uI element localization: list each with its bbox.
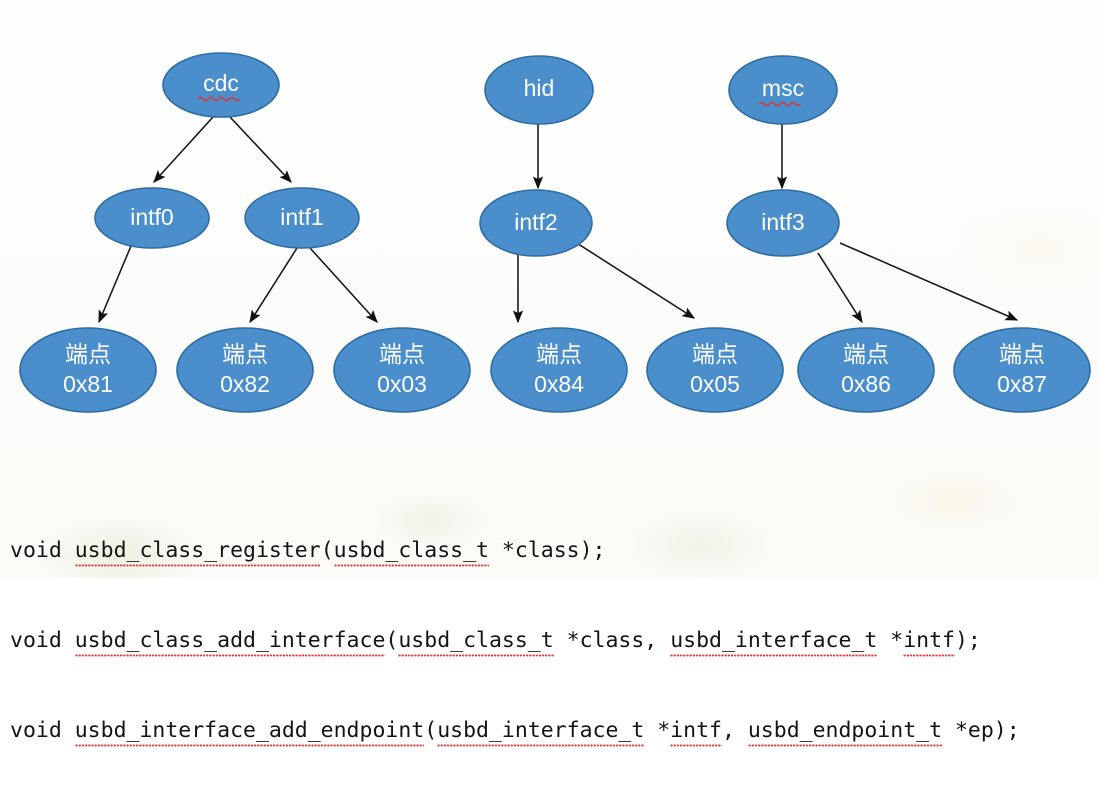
edge-intf3-to-ep86 xyxy=(817,252,863,324)
node-msc-label: msc xyxy=(762,75,804,101)
node-ep84-shape xyxy=(490,327,628,413)
node-intf2-shape xyxy=(479,189,593,257)
code-token: ); xyxy=(954,628,981,653)
node-ep81[interactable]: 端点 0x81 xyxy=(19,327,157,413)
code-line-add-interface: void usbd_class_add_interface(usbd_class… xyxy=(10,626,1090,657)
code-token: *class, xyxy=(553,628,671,653)
node-ep82-shape xyxy=(176,327,314,413)
node-ep03-shape xyxy=(333,327,471,413)
node-msc-spellcheck-squiggle xyxy=(758,101,802,107)
code-token: intf xyxy=(670,718,722,747)
node-ep81-shape xyxy=(19,327,157,413)
node-intf1-label: intf1 xyxy=(280,204,323,230)
page-root: cdc hid msc intf0 intf1 intf2 intf3 xyxy=(0,0,1098,747)
node-msc[interactable]: msc xyxy=(728,55,838,125)
node-ep84-label-line2: 0x84 xyxy=(534,371,584,397)
node-intf3-label: intf3 xyxy=(761,209,804,235)
edge-intf3-to-ep87 xyxy=(839,242,1019,321)
code-token: usbd_endpoint_t xyxy=(747,718,943,747)
node-cdc-spellcheck-squiggle xyxy=(197,96,241,102)
code-token: ( xyxy=(385,628,399,653)
code-token: * xyxy=(644,718,671,743)
code-token: usbd_class_register xyxy=(74,538,321,567)
node-ep87[interactable]: 端点 0x87 xyxy=(953,327,1091,413)
class-interface-endpoint-diagram: cdc hid msc intf0 intf1 intf2 intf3 xyxy=(19,52,1091,413)
code-line-register: void usbd_class_register(usbd_class_t *c… xyxy=(10,536,1090,567)
edge-cdc-to-intf1 xyxy=(229,116,292,183)
node-ep05[interactable]: 端点 0x05 xyxy=(646,327,784,413)
code-token: void xyxy=(10,628,75,653)
node-intf3[interactable]: intf3 xyxy=(726,189,840,257)
code-token: ( xyxy=(320,538,334,563)
node-ep82-label-line1: 端点 xyxy=(222,341,268,367)
node-ep81-label-line1: 端点 xyxy=(65,341,111,367)
node-ep86-label-line2: 0x86 xyxy=(841,371,891,397)
edge-cdc-to-intf0 xyxy=(153,116,214,183)
node-intf1[interactable]: intf1 xyxy=(244,187,360,249)
node-ep86-shape xyxy=(797,327,935,413)
node-ep03-label-line2: 0x03 xyxy=(377,371,427,397)
api-code-block: void usbd_class_register(usbd_class_t *c… xyxy=(10,476,1090,806)
node-intf3-shape xyxy=(726,189,840,257)
code-token: *class); xyxy=(488,538,606,563)
node-cdc[interactable]: cdc xyxy=(162,52,280,118)
node-intf0-shape xyxy=(94,187,210,249)
code-token: void xyxy=(10,718,75,743)
code-token: * xyxy=(877,628,904,653)
node-ep05-label-line1: 端点 xyxy=(692,341,738,367)
node-intf2-label: intf2 xyxy=(514,209,557,235)
code-token: intf xyxy=(903,628,955,657)
node-ep87-shape xyxy=(953,327,1091,413)
node-ep86-label-line1: 端点 xyxy=(843,341,889,367)
node-ep05-label-line2: 0x05 xyxy=(690,371,740,397)
code-token: *ep); xyxy=(942,718,1020,743)
node-hid-shape xyxy=(484,55,594,125)
node-intf0[interactable]: intf0 xyxy=(94,187,210,249)
node-ep82-label-line2: 0x82 xyxy=(220,371,270,397)
node-ep05-shape xyxy=(646,327,784,413)
node-ep03-label-line1: 端点 xyxy=(379,341,425,367)
node-msc-shape xyxy=(728,55,838,125)
edge-group xyxy=(98,116,1019,324)
node-intf2[interactable]: intf2 xyxy=(479,189,593,257)
edge-intf1-to-ep82 xyxy=(249,247,298,324)
edge-intf2-to-ep05 xyxy=(571,239,696,319)
code-token: usbd_interface_t xyxy=(437,718,645,747)
code-token: usbd_class_t xyxy=(333,538,489,567)
node-ep84-label-line1: 端点 xyxy=(536,341,582,367)
node-ep86[interactable]: 端点 0x86 xyxy=(797,327,935,413)
node-ep87-label-line2: 0x87 xyxy=(997,371,1047,397)
code-token: ( xyxy=(424,718,438,743)
node-ep87-label-line1: 端点 xyxy=(999,341,1045,367)
node-intf1-shape xyxy=(244,187,360,249)
edge-intf0-to-ep81 xyxy=(98,245,132,324)
node-ep84[interactable]: 端点 0x84 xyxy=(490,327,628,413)
code-token: usbd_class_add_interface xyxy=(74,628,386,657)
node-ep82[interactable]: 端点 0x82 xyxy=(176,327,314,413)
code-line-add-endpoint: void usbd_interface_add_endpoint(usbd_in… xyxy=(10,716,1090,747)
node-ep03[interactable]: 端点 0x03 xyxy=(333,327,471,413)
code-token: void xyxy=(10,538,75,563)
node-cdc-label: cdc xyxy=(203,70,239,96)
node-cdc-shape xyxy=(162,52,280,118)
code-token: usbd_interface_t xyxy=(670,628,878,657)
code-token: usbd_class_t xyxy=(398,628,554,657)
node-hid-label: hid xyxy=(524,75,555,101)
code-token: usbd_interface_add_endpoint xyxy=(74,718,425,747)
node-hid[interactable]: hid xyxy=(484,55,594,125)
code-token: , xyxy=(721,718,748,743)
node-intf0-label: intf0 xyxy=(130,204,173,230)
node-ep81-label-line2: 0x81 xyxy=(63,371,113,397)
edge-intf1-to-ep03 xyxy=(309,247,378,323)
